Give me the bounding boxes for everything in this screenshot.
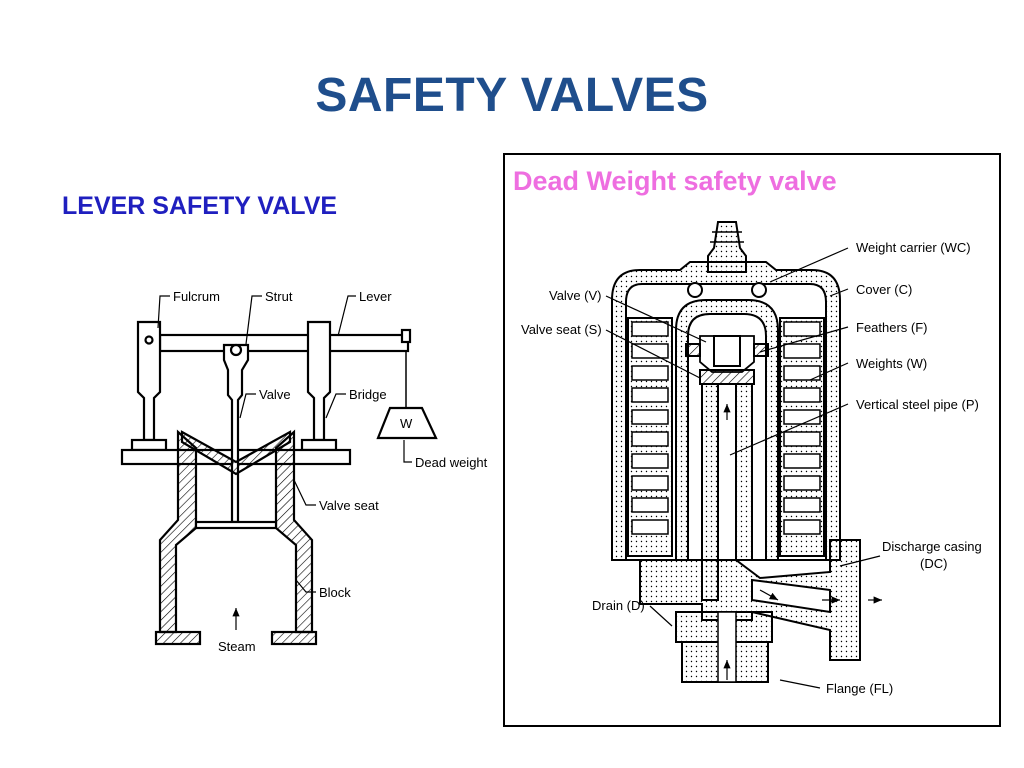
label-feathers: Feathers (F) [856, 320, 928, 335]
label-valve-seat: Valve seat [319, 498, 379, 513]
weight-carrier-spindle [707, 221, 747, 273]
strut [222, 343, 250, 524]
label-cover: Cover (C) [856, 282, 912, 297]
label-dead-weight: Dead weight [415, 455, 488, 470]
label-bridge: Bridge [349, 387, 387, 402]
valve-disc [180, 430, 292, 476]
lever-bar [158, 333, 410, 353]
dead-weight-heading: Dead Weight safety valve [513, 166, 837, 196]
label-valve: Valve [259, 387, 291, 402]
label-strut: Strut [265, 289, 293, 304]
label-discharge-casing: Discharge casing [882, 539, 982, 554]
weights-left-stack [627, 317, 673, 557]
label-fulcrum: Fulcrum [173, 289, 220, 304]
label-weight-carrier: Weight carrier (WC) [856, 240, 971, 255]
lever-labels [157, 295, 412, 630]
bridge-post [306, 320, 332, 442]
label-valve-seat-s: Valve seat (S) [521, 322, 602, 337]
label-steel-pipe: Vertical steel pipe (P) [856, 397, 979, 412]
dead-weight-valve-diagram [611, 221, 882, 683]
weights-right-stack [779, 317, 825, 557]
discharge-casing [639, 539, 861, 661]
valve-seat [699, 369, 755, 385]
lever-safety-valve-heading: LEVER SAFETY VALVE [62, 192, 338, 220]
label-lever: Lever [359, 289, 392, 304]
label-weights: Weights (W) [856, 356, 927, 371]
label-flange: Flange (FL) [826, 681, 893, 696]
label-discharge-casing-abbr: (DC) [920, 556, 947, 571]
label-steam: Steam [218, 639, 256, 654]
pipe-right-wall [735, 383, 753, 561]
slide-title: SAFETY VALVES [315, 69, 709, 122]
dead-weight-leaders [605, 247, 881, 689]
label-block: Block [319, 585, 351, 600]
label-valve-v: Valve (V) [549, 288, 602, 303]
label-drain: Drain (D) [592, 598, 645, 613]
dead-weight-block [376, 406, 438, 440]
label-weight: W [400, 416, 413, 431]
lever-safety-valve-diagram [120, 320, 438, 646]
